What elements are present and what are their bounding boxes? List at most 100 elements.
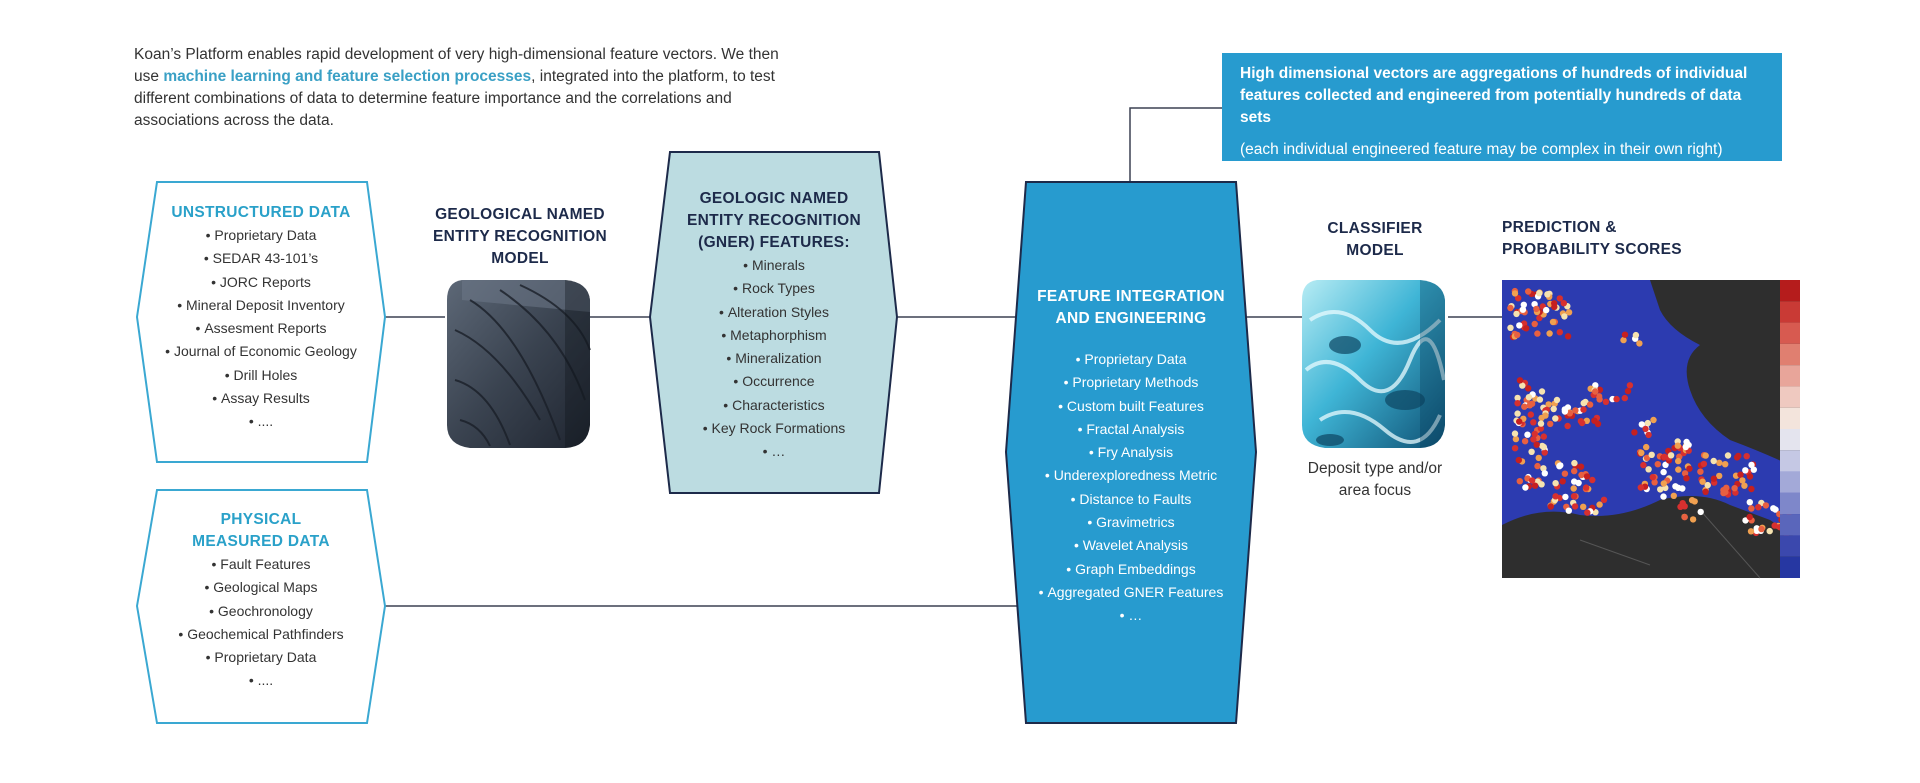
map-dot <box>1648 451 1655 458</box>
map-dot <box>1536 396 1544 403</box>
callout-normal-text: (each individual engineered feature may … <box>1240 141 1723 158</box>
map-dot <box>1541 449 1548 456</box>
list-item: … <box>1020 604 1242 627</box>
map-dot <box>1755 504 1762 511</box>
map-dot <box>1538 388 1546 395</box>
map-dot <box>1571 467 1578 475</box>
list-item: Assay Results <box>137 387 385 410</box>
map-dot <box>1514 400 1521 407</box>
map-dot <box>1577 463 1585 470</box>
map-dot <box>1540 443 1548 451</box>
map-dot <box>1645 466 1652 473</box>
map-dot <box>1511 290 1519 297</box>
map-dot <box>1564 422 1571 430</box>
map-dot <box>1545 401 1552 408</box>
map-dot <box>1564 333 1572 340</box>
map-dot <box>1512 435 1520 443</box>
map-dot <box>1541 470 1549 477</box>
map-dot <box>1520 301 1528 308</box>
map-dot <box>1516 377 1524 384</box>
map-dot <box>1644 419 1652 427</box>
map-dot <box>1649 474 1657 481</box>
map-dot <box>1537 425 1545 432</box>
map-dot <box>1540 433 1548 440</box>
map-dot <box>1507 304 1514 312</box>
map-dot <box>1561 408 1569 415</box>
connector-integration-to-callout <box>1129 107 1235 182</box>
map-dot <box>1748 461 1755 469</box>
list-item: Wavelet Analysis <box>1020 534 1242 557</box>
list-item: Fault Features <box>137 553 385 576</box>
feature-integration-title-line1: FEATURE INTEGRATION <box>1037 288 1225 305</box>
map-dot <box>1540 465 1547 472</box>
list-item: Graph Embeddings <box>1020 558 1242 581</box>
gner-model-label: GEOLOGICAL NAMED ENTITY RECOGNITION MODE… <box>420 204 620 270</box>
map-dot <box>1519 306 1527 313</box>
map-dot <box>1547 420 1554 428</box>
list-item: Assesment Reports <box>137 317 385 340</box>
map-dot <box>1681 470 1689 477</box>
map-dot <box>1552 493 1559 500</box>
list-item: SEDAR 43-101’s <box>137 247 385 270</box>
map-dot <box>1697 468 1704 475</box>
map-dot <box>1528 448 1535 455</box>
list-item: Occurrence <box>658 370 890 393</box>
map-dot <box>1515 456 1523 464</box>
physical-data-title-line2: MEASURED DATA <box>192 533 330 550</box>
map-dot <box>1571 503 1579 510</box>
map-dot <box>1546 330 1553 337</box>
classifier-title-line1: CLASSIFIER <box>1327 220 1423 237</box>
map-dot <box>1513 310 1520 318</box>
map-dot <box>1534 462 1541 470</box>
map-dot <box>1511 430 1519 437</box>
map-dot <box>1571 459 1578 467</box>
map-dot <box>1515 295 1522 302</box>
map-dot <box>1534 330 1541 337</box>
map-dot <box>1620 336 1627 344</box>
map-dot <box>1522 484 1529 491</box>
list-item: Proprietary Methods <box>1020 371 1242 394</box>
map-dot <box>1514 394 1521 402</box>
legend-swatch <box>1780 365 1800 387</box>
legend-swatch <box>1780 343 1800 366</box>
list-item: … <box>658 440 890 463</box>
map-dot <box>1531 430 1539 438</box>
map-dot <box>1557 462 1564 469</box>
map-dot <box>1746 513 1753 521</box>
map-dot <box>1746 499 1754 506</box>
map-dot <box>1621 331 1629 338</box>
map-dot <box>1702 452 1709 459</box>
map-dot <box>1710 475 1718 482</box>
gner-model-title-line2: ENTITY RECOGNITION <box>433 228 607 245</box>
map-dot <box>1704 481 1711 489</box>
map-dot <box>1643 443 1650 451</box>
map-dot <box>1553 396 1561 404</box>
map-dot <box>1592 382 1599 389</box>
map-dot <box>1660 468 1667 476</box>
map-dot <box>1731 485 1738 492</box>
map-dot <box>1750 466 1758 473</box>
map-dot <box>1672 483 1679 490</box>
map-dot <box>1650 416 1657 424</box>
legend-swatch <box>1780 407 1800 429</box>
list-item: Journal of Economic Geology <box>137 340 385 363</box>
legend-swatch <box>1780 429 1800 451</box>
map-dot <box>1716 472 1723 480</box>
legend-swatch <box>1780 492 1800 515</box>
map-dot <box>1516 418 1523 425</box>
map-dot <box>1549 318 1557 326</box>
list-item: Geochronology <box>137 600 385 623</box>
list-item: Mineralization <box>658 347 890 370</box>
map-dot <box>1530 436 1537 443</box>
map-dot <box>1583 473 1591 480</box>
list-item: Gravimetrics <box>1020 511 1242 534</box>
map-dot <box>1632 331 1640 339</box>
map-dot <box>1566 410 1574 417</box>
map-dot <box>1645 431 1652 439</box>
map-dot <box>1743 453 1750 460</box>
map-dot <box>1689 516 1697 523</box>
map-dot <box>1525 288 1532 295</box>
map-dot <box>1514 331 1521 339</box>
map-dot <box>1638 421 1646 428</box>
map-dot <box>1747 528 1755 535</box>
